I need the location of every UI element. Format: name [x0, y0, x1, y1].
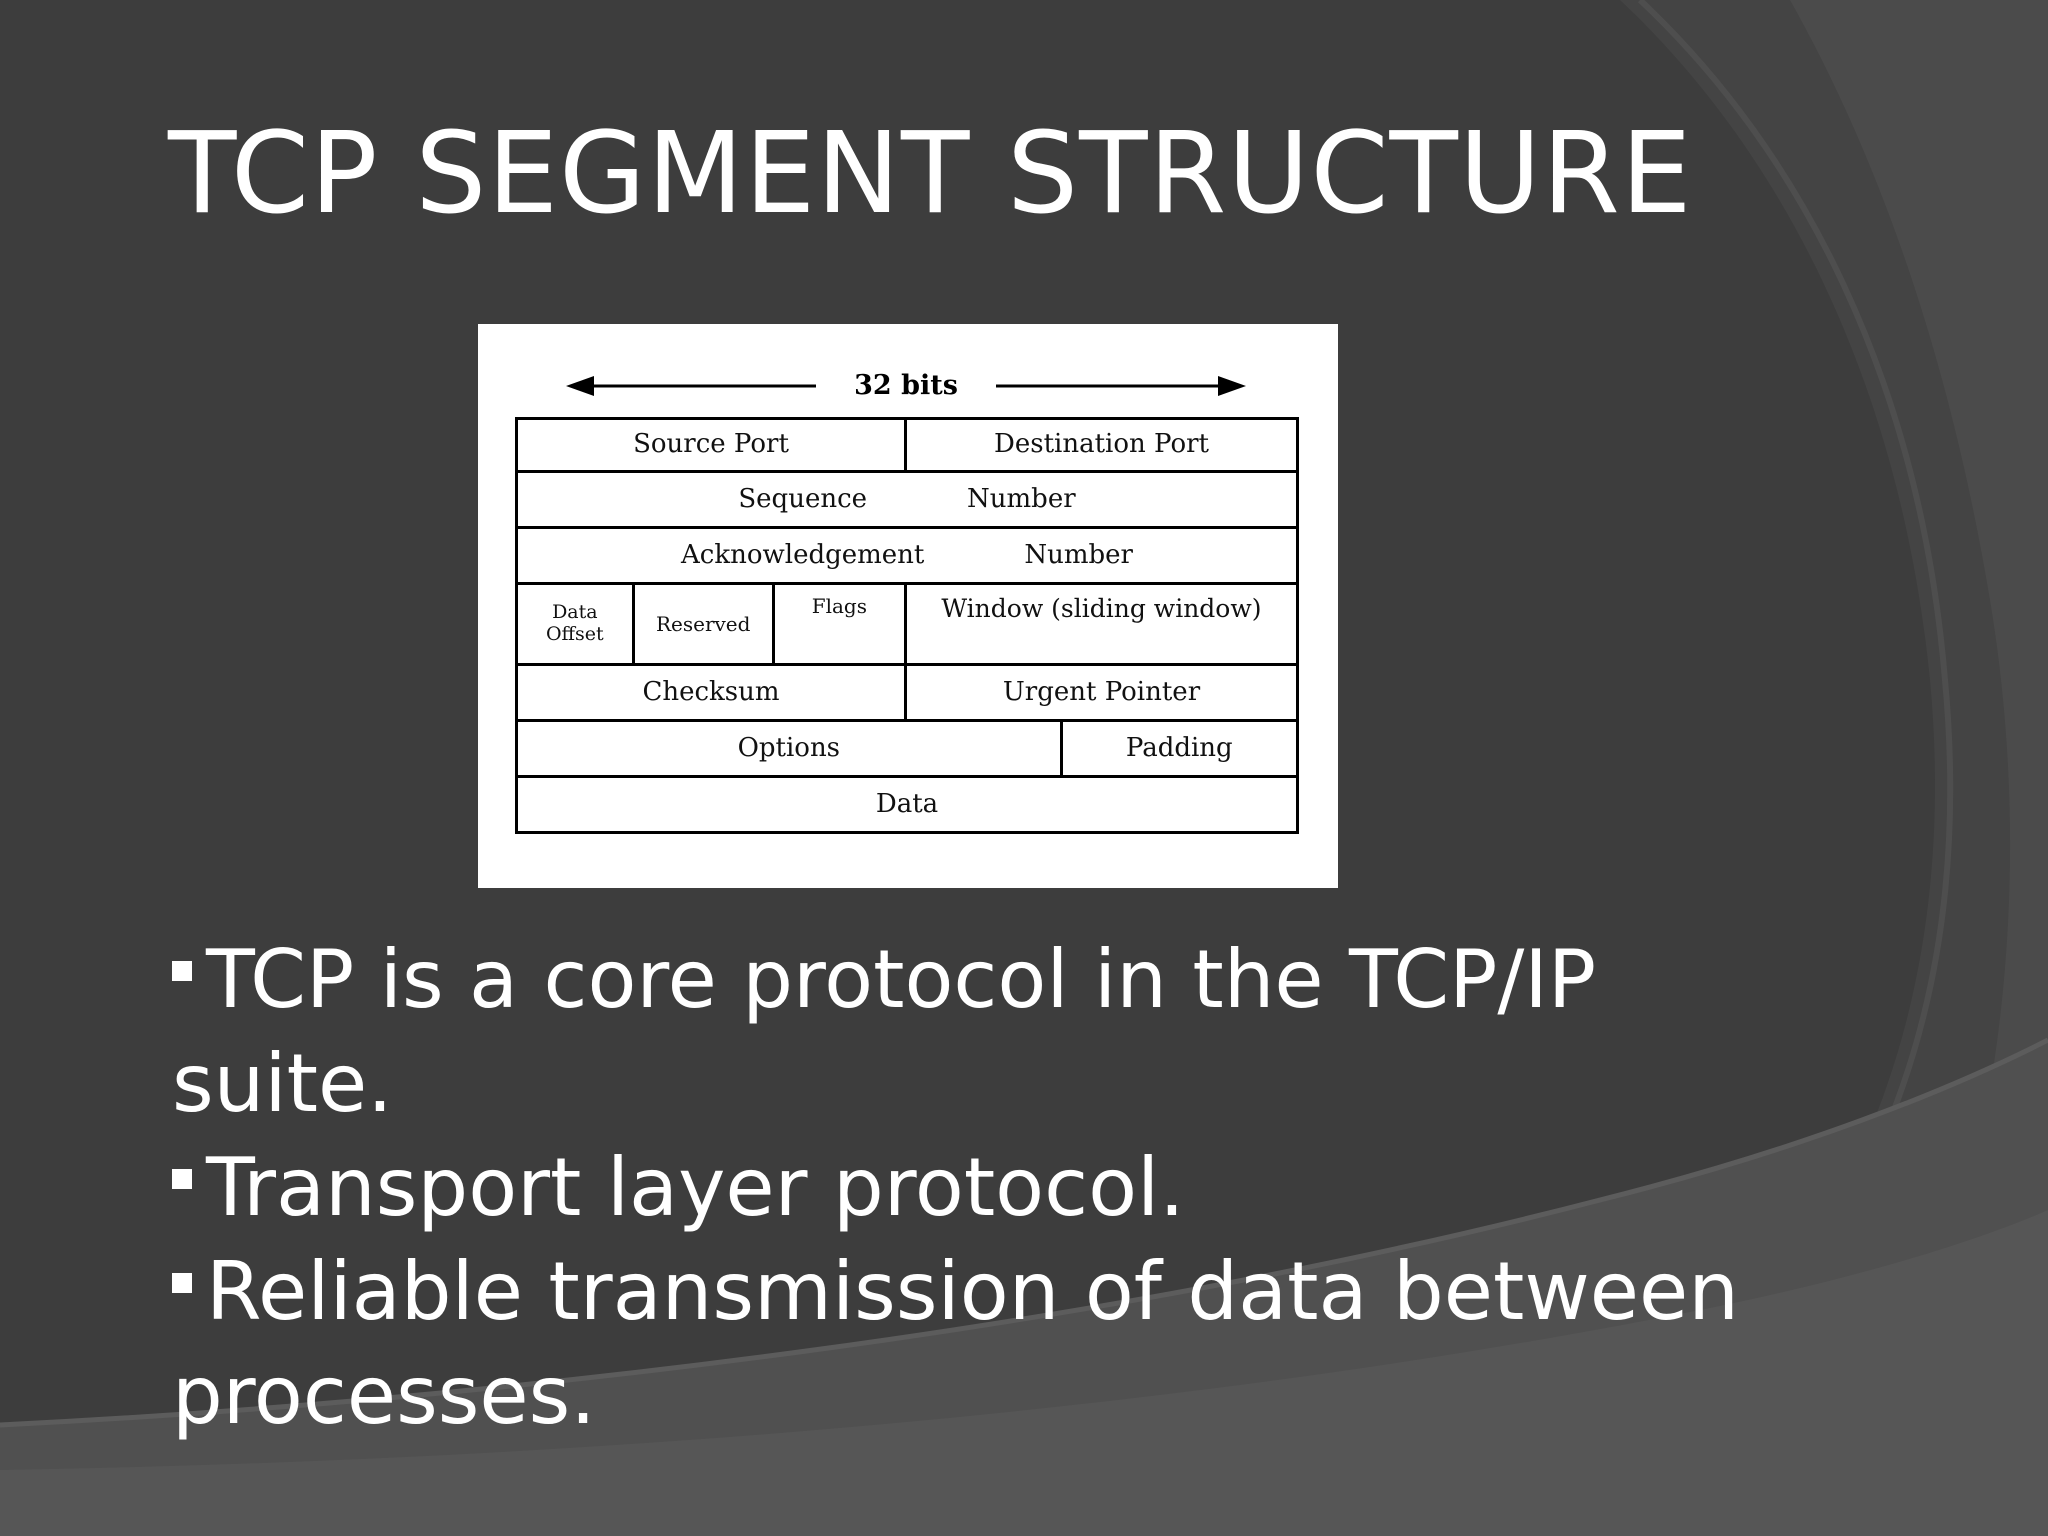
field-row: Checksum Urgent Pointer: [515, 666, 1299, 722]
field-source-port: Source Port: [518, 420, 907, 470]
field-data-offset: Data Offset: [518, 585, 635, 663]
bit-width-indicator: 32 bits: [566, 364, 1246, 404]
field-row: Data Offset Reserved Flags Window (slidi…: [515, 585, 1299, 666]
field-acknowledgement-number-label: Number: [1024, 539, 1133, 570]
field-flags: Flags: [775, 585, 907, 663]
bullet-list: TCP is a core protocol in the TCP/IP sui…: [172, 928, 1772, 1448]
field-reserved: Reserved: [635, 585, 775, 663]
field-sequence-label: Sequence: [738, 483, 868, 514]
field-row: Data: [515, 778, 1299, 834]
square-bullet-icon: [172, 1273, 192, 1294]
field-padding: Padding: [1125, 732, 1233, 763]
field-window: Window (sliding window): [941, 594, 1262, 623]
field-destination-port: Destination Port: [994, 429, 1209, 460]
square-bullet-icon: [172, 1169, 192, 1190]
field-row: Sequence Number: [515, 473, 1299, 529]
bullet-item: Reliable transmission of data between pr…: [172, 1240, 1772, 1448]
field-row: Source Port Destination Port: [515, 417, 1299, 473]
right-arrow-icon: [996, 376, 1246, 396]
field-sequence-number-label: Number: [967, 483, 1076, 514]
field-checksum: Checksum: [518, 666, 907, 719]
bullet-text: Transport layer protocol.: [206, 1141, 1185, 1234]
field-row: Options Padding: [515, 722, 1299, 778]
bullet-text: TCP is a core protocol in the TCP/IP sui…: [172, 933, 1597, 1130]
slide-title: TCP SEGMENT STRUCTURE: [168, 109, 1693, 239]
field-acknowledgement-label: Acknowledgement: [681, 539, 925, 570]
bits-label: 32 bits: [854, 370, 958, 401]
left-arrow-icon: [566, 376, 816, 396]
field-data: Data: [875, 788, 939, 819]
field-options: Options: [518, 722, 1063, 775]
field-row: Acknowledgement Number: [515, 529, 1299, 585]
square-bullet-icon: [172, 961, 192, 982]
bullet-item: TCP is a core protocol in the TCP/IP sui…: [172, 928, 1772, 1136]
bullet-item: Transport layer protocol.: [172, 1136, 1772, 1240]
bullet-text: Reliable transmission of data between pr…: [172, 1245, 1739, 1442]
field-urgent-pointer: Urgent Pointer: [1002, 676, 1201, 707]
tcp-segment-diagram: 32 bits Source Port Destination Port Seq…: [478, 324, 1338, 888]
segment-field-grid: Source Port Destination Port Sequence Nu…: [515, 417, 1299, 834]
